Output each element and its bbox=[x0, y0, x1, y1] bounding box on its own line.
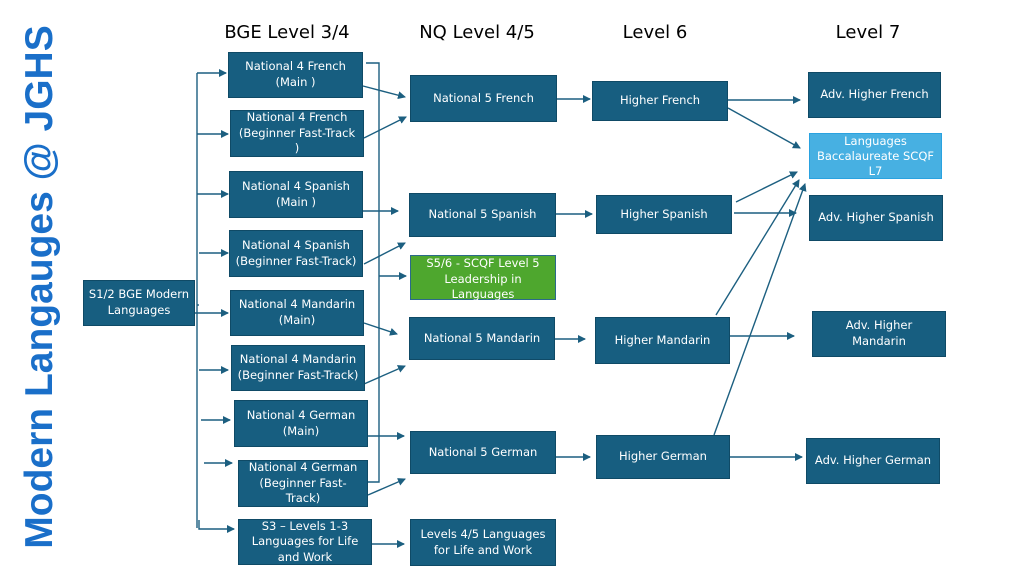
node-s12-bge[interactable]: S1/2 BGE Modern Languages bbox=[83, 280, 195, 326]
node-ah-mandarin[interactable]: Adv. Higher Mandarin bbox=[812, 311, 946, 357]
node-n4-german-bft[interactable]: National 4 German (Beginner Fast- Track) bbox=[238, 460, 368, 507]
arrow-hs-bacc bbox=[735, 171, 798, 203]
node-higher-mandarin[interactable]: Higher Mandarin bbox=[595, 317, 730, 364]
node-n4-spanish-main[interactable]: National 4 Spanish (Main ) bbox=[229, 171, 363, 218]
column-header-bge: BGE Level 3/4 bbox=[224, 22, 350, 43]
node-ah-spanish[interactable]: Adv. Higher Spanish bbox=[809, 195, 943, 241]
node-baccalaureate[interactable]: Languages Baccalaureate SCQF L7 bbox=[809, 133, 942, 179]
arrow-to-s3-lfw bbox=[198, 520, 235, 533]
arrow-n4sb-n5s bbox=[363, 242, 406, 265]
column-header-nq: NQ Level 4/5 bbox=[419, 22, 535, 43]
node-higher-spanish[interactable]: Higher Spanish bbox=[596, 195, 732, 234]
node-n4-mandarin-main[interactable]: National 4 Mandarin (Main) bbox=[230, 290, 364, 336]
arrow-hg-bacc bbox=[713, 183, 807, 436]
node-ah-french[interactable]: Adv. Higher French bbox=[808, 72, 941, 118]
node-n5-french[interactable]: National 5 French bbox=[410, 75, 557, 122]
node-higher-french[interactable]: Higher French bbox=[592, 81, 728, 121]
node-lfw45[interactable]: Levels 4/5 Languages for Life and Work bbox=[410, 519, 556, 566]
arrow-n4mb-n5m bbox=[363, 365, 406, 385]
node-n4-french-main[interactable]: National 4 French (Main ) bbox=[228, 52, 363, 98]
node-n4-french-bft[interactable]: National 4 French (Beginner Fast-Track ) bbox=[230, 110, 364, 157]
column-header-level7: Level 7 bbox=[835, 22, 901, 43]
arrow-n4fb-n5f bbox=[363, 116, 407, 139]
arrow-hf-bacc bbox=[727, 107, 801, 149]
arrow-n4fm-n5f bbox=[362, 85, 406, 100]
node-n5-spanish[interactable]: National 5 Spanish bbox=[409, 193, 556, 237]
arrow-n4gb-n5g bbox=[367, 478, 406, 496]
node-ah-german[interactable]: Adv. Higher German bbox=[806, 438, 940, 484]
node-leadership[interactable]: S5/6 - SCQF Level 5 Leadership in Langua… bbox=[410, 255, 556, 301]
node-n4-german-main[interactable]: National 4 German (Main) bbox=[234, 400, 368, 447]
node-higher-german[interactable]: Higher German bbox=[596, 435, 730, 479]
arrow-hm-bacc bbox=[715, 179, 800, 316]
node-n4-mandarin-bft[interactable]: National 4 Mandarin (Beginner Fast-Track… bbox=[231, 345, 365, 391]
connector-leadership-vertical bbox=[366, 62, 380, 483]
arrow-n4mm-n5m bbox=[363, 322, 398, 336]
node-s3-lfw[interactable]: S3 – Levels 1-3 Languages for Life and W… bbox=[238, 519, 372, 565]
node-n5-mandarin[interactable]: National 5 Mandarin bbox=[409, 317, 555, 360]
node-n4-spanish-bft[interactable]: National 4 Spanish (Beginner Fast-Track) bbox=[229, 230, 363, 277]
column-header-level6: Level 6 bbox=[622, 22, 688, 43]
node-n5-german[interactable]: National 5 German bbox=[410, 431, 556, 474]
